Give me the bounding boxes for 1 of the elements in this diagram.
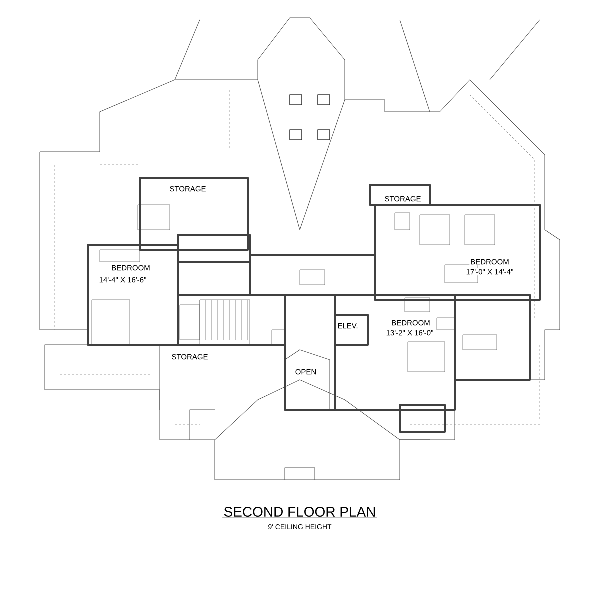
plan-title: SECOND FLOOR PLAN — [222, 507, 378, 518]
